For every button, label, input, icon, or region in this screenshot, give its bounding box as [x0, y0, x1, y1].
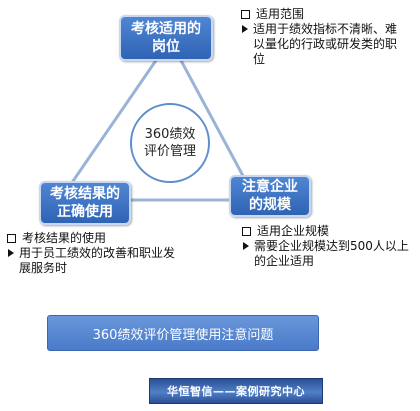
checkbox-square-icon	[241, 10, 250, 19]
footer-brand-logo: 华恒智信——案例研究中心	[149, 378, 323, 404]
note-heading: 考核结果的使用	[22, 231, 107, 245]
summary-banner: 360绩效评价管理使用注意问题	[47, 315, 319, 351]
arrow-bullet-icon	[242, 25, 248, 33]
arrow-bullet-icon	[8, 249, 14, 257]
note-heading: 适用企业规模	[257, 224, 330, 238]
checkbox-square-icon	[242, 227, 251, 236]
node-applicable-positions[interactable]: 考核适用的 岗位	[119, 15, 213, 61]
note-detail: 需要企业规模达到500人以上的企业适用	[254, 239, 409, 268]
note-detail: 用于员工绩效的改善和职业发展服务时	[19, 246, 176, 275]
note-company-scale: 适用企业规模 需要企业规模达到500人以上的企业适用	[241, 224, 413, 269]
node-company-scale[interactable]: 注意企业 的规模	[229, 175, 311, 217]
note-applicable-scope: 适用范围 适用于绩效指标不清晰、难以量化的行政或研发类的职位	[240, 7, 408, 67]
note-detail: 适用于绩效指标不清晰、难以量化的行政或研发类的职位	[253, 22, 398, 66]
node-correct-use-of-results[interactable]: 考核结果的 正确使用	[39, 181, 131, 225]
center-topic-circle: 360绩效 评价管理	[130, 103, 210, 183]
note-heading: 适用范围	[256, 7, 305, 21]
note-result-usage: 考核结果的使用 用于员工绩效的改善和职业发展服务时	[6, 231, 178, 276]
checkbox-square-icon	[7, 234, 16, 243]
arrow-bullet-icon	[243, 242, 249, 250]
